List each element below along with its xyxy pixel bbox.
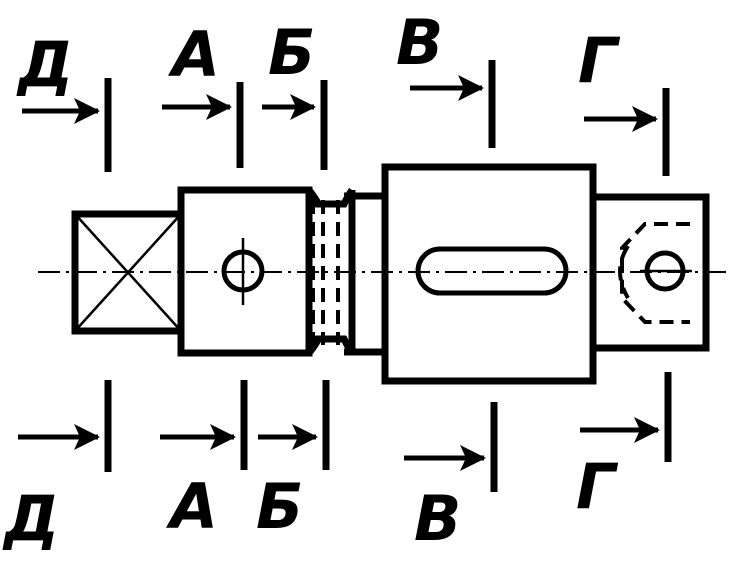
section-marker-g-top	[584, 88, 670, 176]
section-letter-g-top: Г	[578, 24, 621, 97]
section-letter-a-bottom: А	[165, 470, 218, 543]
section-letter-b-top: Б	[268, 16, 315, 89]
section-letter-v-bottom: В	[414, 482, 461, 555]
section-letter-g-bottom: Г	[576, 450, 619, 523]
end-with-center-hole	[589, 193, 710, 352]
section-marker-a-top	[162, 82, 244, 168]
section-letter-v-top: В	[396, 6, 443, 79]
section-marker-b-bottom	[258, 380, 330, 470]
section-letter-d-bottom: Д	[2, 482, 59, 555]
cylinder-with-keyway	[381, 163, 597, 385]
section-marker-a-bottom	[160, 380, 248, 470]
groove-section	[306, 187, 385, 356]
cylinder-with-hole	[177, 186, 313, 357]
section-marker-v-bottom	[404, 402, 498, 492]
section-marker-v-top	[410, 60, 496, 148]
section-letter-d-top: Д	[16, 28, 73, 101]
section-marker-b-top	[262, 80, 328, 170]
section-marker-d-bottom	[18, 380, 112, 472]
section-letter-a-top: А	[167, 18, 220, 91]
section-marker-d-top	[22, 78, 112, 172]
section-letter-b-bottom: Б	[256, 470, 303, 543]
section-marker-g-bottom	[580, 372, 672, 462]
